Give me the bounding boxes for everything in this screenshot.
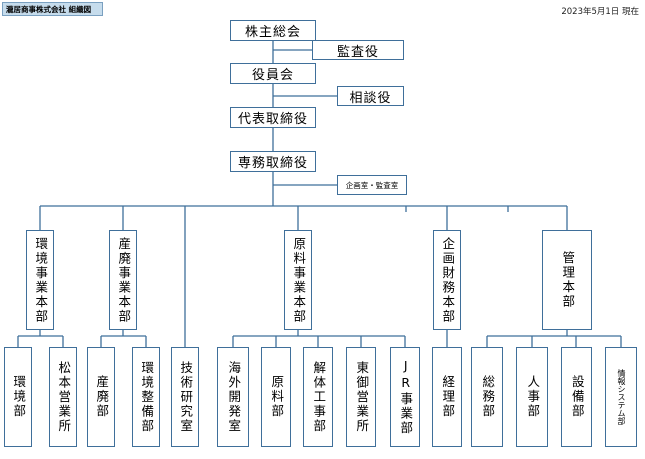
shareholders-box: 株主総会 xyxy=(230,20,316,41)
dept-tech-lab: 技術研究室 xyxy=(171,347,199,447)
dept-accounting: 経理部 xyxy=(432,347,462,447)
dept-hr: 人事部 xyxy=(516,347,548,447)
dept-facilities: 設備部 xyxy=(561,347,592,447)
chart-title: 瀧居商事株式会社 組織図 xyxy=(2,2,103,16)
dept-environment: 環境部 xyxy=(4,347,32,447)
dept-overseas: 海外開発室 xyxy=(217,347,249,447)
division-industrial-waste: 産廃事業本部 xyxy=(109,230,137,330)
dept-it: 情報システム部 xyxy=(605,347,637,447)
dept-matsumoto: 松本営業所 xyxy=(49,347,77,447)
representative-box: 代表取締役 xyxy=(230,107,316,128)
dept-waste: 産廃部 xyxy=(87,347,115,447)
dept-jr: JR事業部 xyxy=(390,347,420,447)
dept-demolition: 解体工事部 xyxy=(303,347,333,447)
division-planning-finance: 企画財務本部 xyxy=(433,230,461,330)
dept-env-maintenance: 環境整備部 xyxy=(132,347,160,447)
senior-director-box: 専務取締役 xyxy=(230,151,316,172)
advisor-box: 相談役 xyxy=(337,86,404,106)
dept-raw: 原料部 xyxy=(261,347,291,447)
auditor-box: 監査役 xyxy=(312,40,404,60)
planning-office-box: 企画室・監査室 xyxy=(337,175,407,195)
division-management: 管理本部 xyxy=(542,230,592,330)
division-raw-materials: 原料事業本部 xyxy=(284,230,312,330)
division-environment: 環境事業本部 xyxy=(26,230,54,330)
dept-tomi: 東御営業所 xyxy=(346,347,376,447)
as-of-date: 2023年5月1日 現在 xyxy=(561,7,639,17)
dept-general-affairs: 総務部 xyxy=(471,347,503,447)
board-box: 役員会 xyxy=(230,63,316,84)
